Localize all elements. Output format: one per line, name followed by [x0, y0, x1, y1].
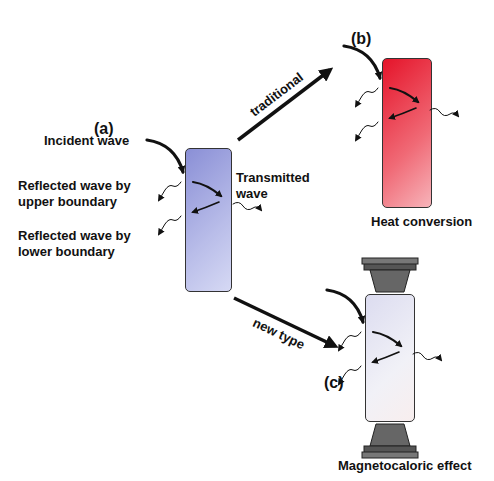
material-slab: (c)Magnetocaloric effect [365, 294, 415, 422]
reflected-wave [356, 122, 378, 140]
reflected-wave [159, 216, 181, 234]
transmitted-wave [413, 352, 441, 360]
slab-caption: Heat conversion [371, 214, 472, 230]
wave-label: Reflected wave by upper boundary [18, 178, 158, 209]
clamp [362, 258, 418, 458]
panel-letter: (b) [351, 29, 371, 48]
incident-arrow [147, 140, 183, 172]
reflected-wave [159, 182, 181, 200]
material-slab: (b)Heat conversion [382, 58, 432, 208]
wave-label: Reflected wave by lower boundary [18, 228, 158, 259]
wave-label: Incident wave [44, 133, 129, 149]
slab-caption: Magnetocaloric effect [338, 458, 472, 474]
reflected-wave [339, 332, 361, 350]
transmitted-wave [233, 202, 261, 210]
incident-arrow [344, 46, 380, 78]
incident-arrow [327, 290, 363, 322]
panel-letter: (c) [324, 373, 344, 392]
material-slab: (a) [185, 148, 232, 292]
wave-label: Transmitted wave [236, 170, 316, 201]
reflected-wave [356, 88, 378, 106]
transmitted-wave [430, 108, 458, 116]
